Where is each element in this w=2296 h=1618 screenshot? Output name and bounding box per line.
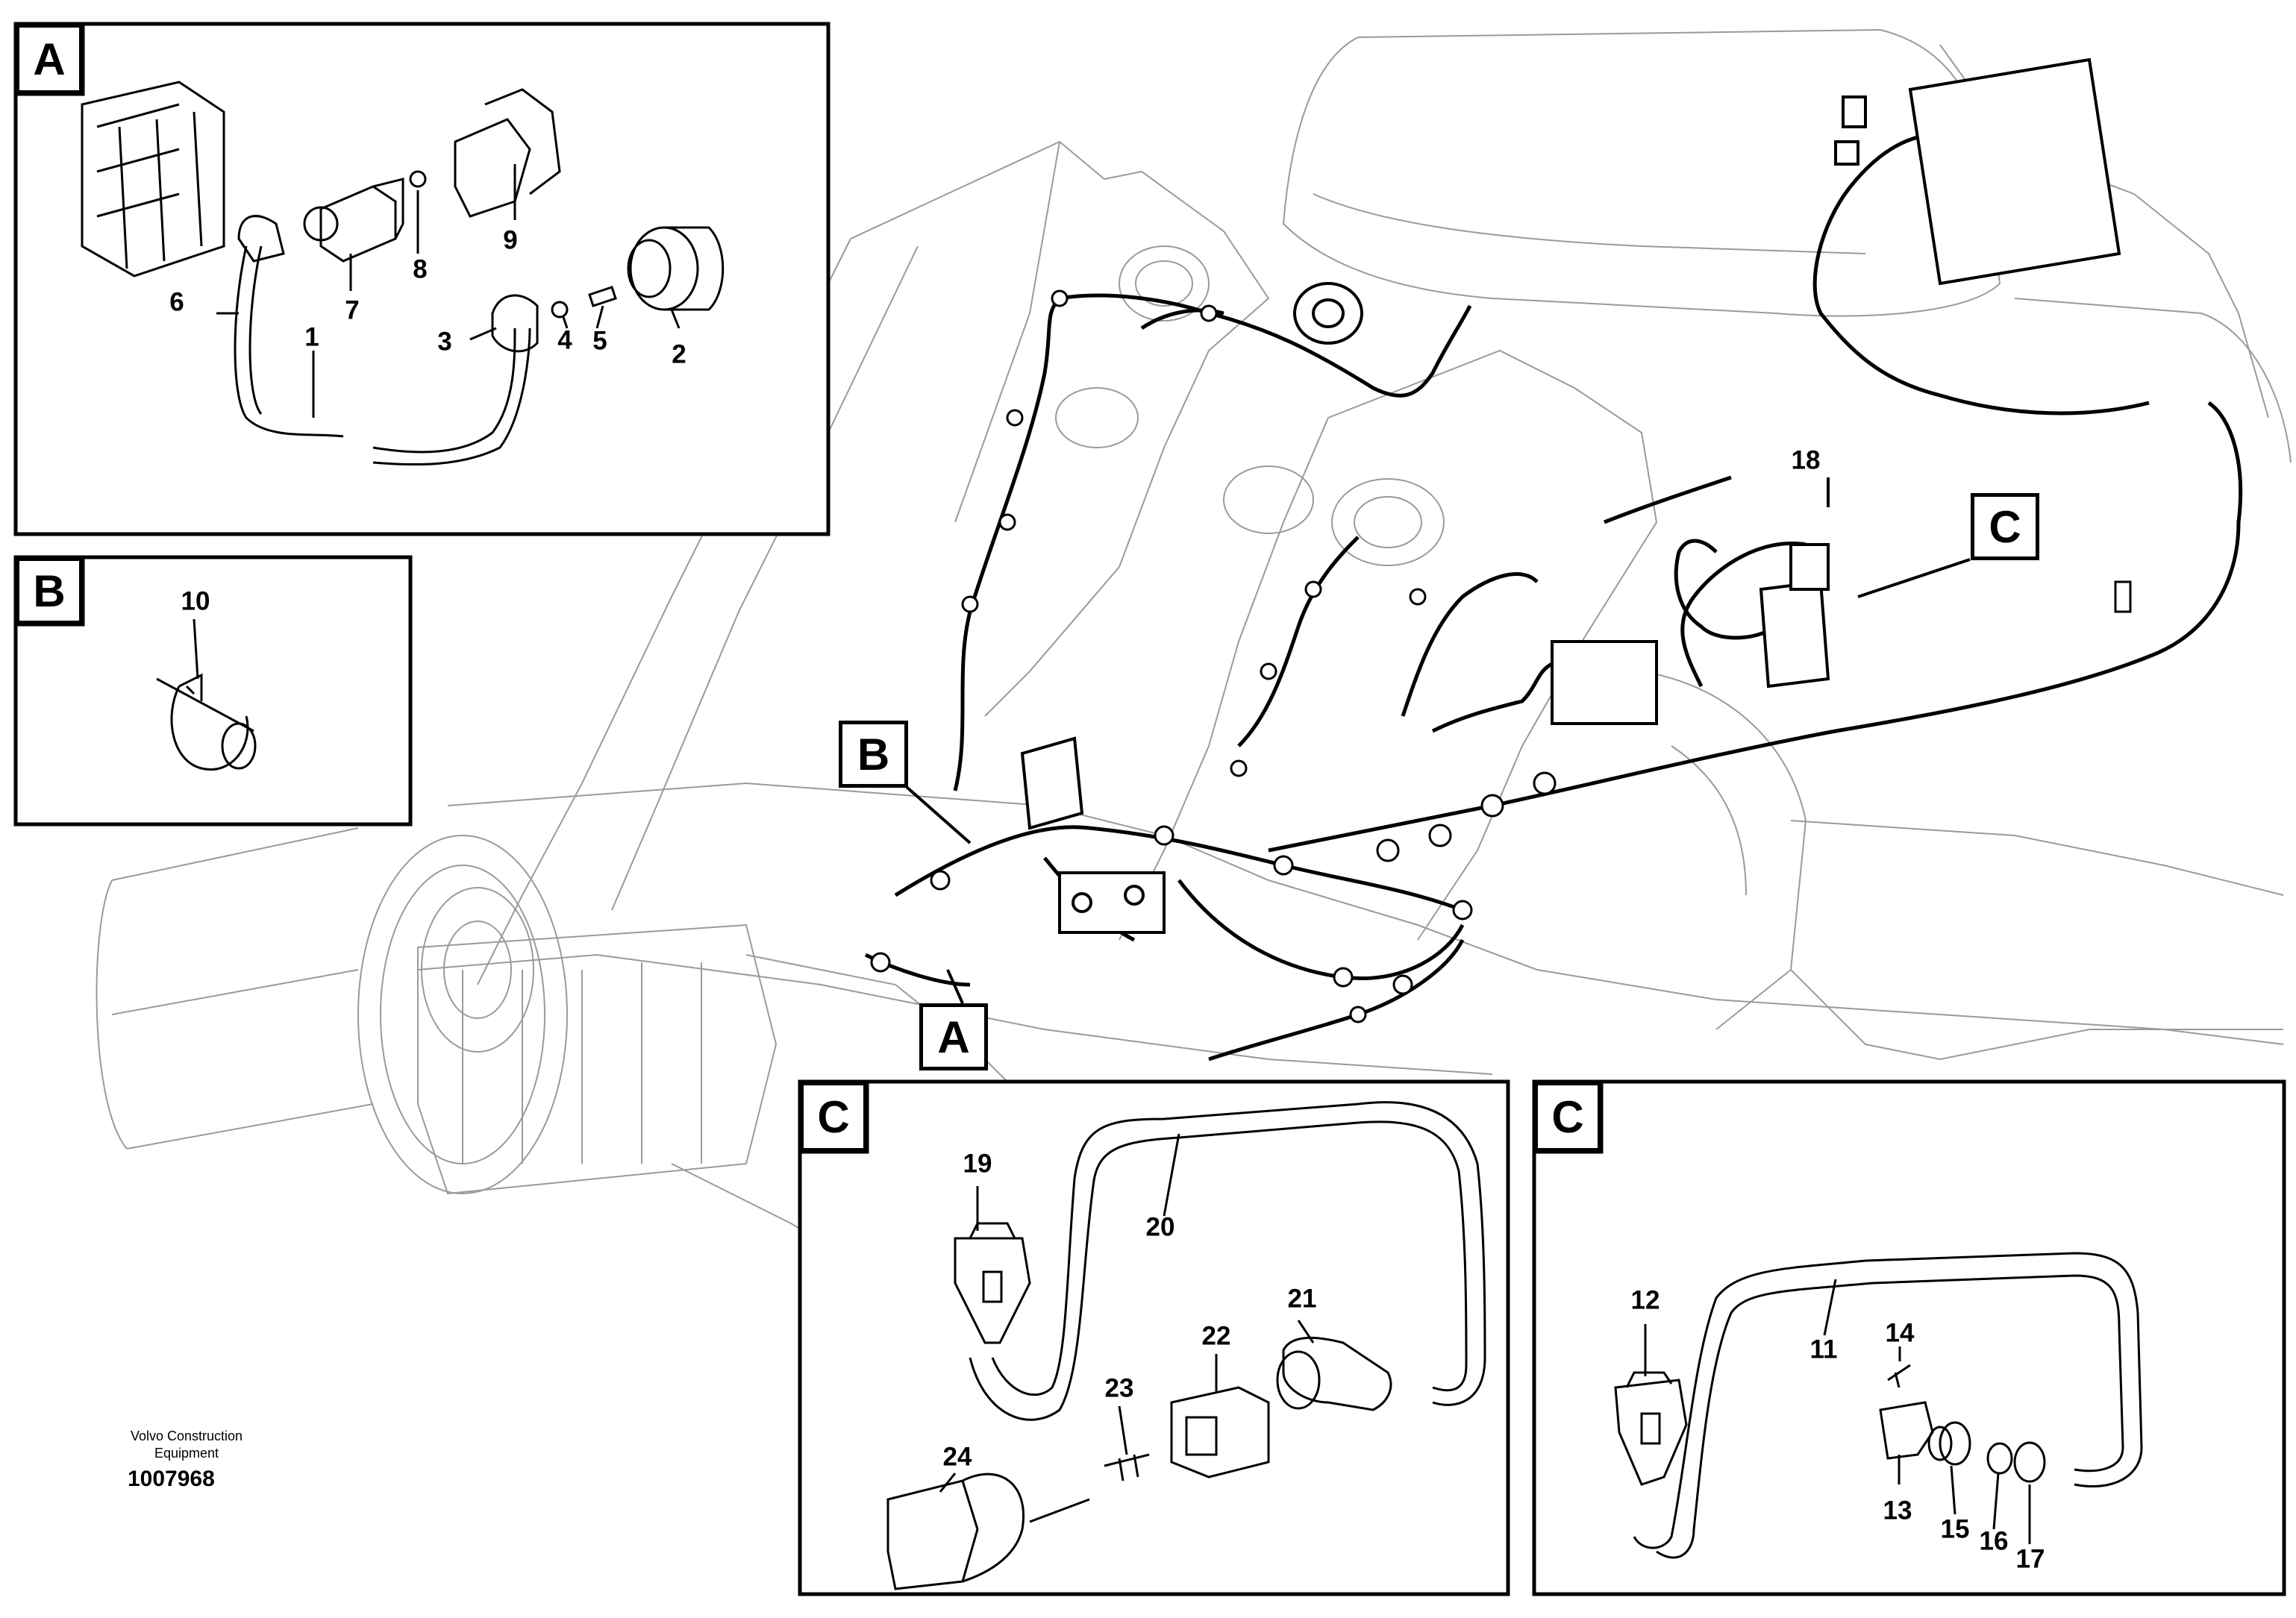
callout-20: 20 bbox=[1145, 1212, 1175, 1242]
inset-b-clip bbox=[156, 618, 257, 771]
callout-10: 10 bbox=[181, 586, 210, 616]
inset-a-frame bbox=[13, 22, 830, 536]
detail-a-pointer-tag: A bbox=[919, 1003, 988, 1070]
inset-c-left-parts bbox=[886, 1101, 1486, 1590]
callout-5: 5 bbox=[592, 326, 607, 356]
callout-18: 18 bbox=[1791, 445, 1821, 475]
inset-c-right-parts bbox=[1614, 1252, 2143, 1559]
cable-harness bbox=[864, 132, 2243, 1062]
callout-21: 21 bbox=[1287, 1284, 1317, 1314]
harness-clips bbox=[870, 289, 2132, 1023]
inset-c-left-tag: C bbox=[800, 1082, 867, 1152]
callout-4: 4 bbox=[557, 325, 572, 355]
callout-3: 3 bbox=[437, 327, 452, 357]
callout-23: 23 bbox=[1104, 1373, 1134, 1403]
detail-b-pointer-tag: B bbox=[839, 721, 908, 788]
inset-a-tag: A bbox=[16, 24, 83, 94]
callout-1: 1 bbox=[304, 322, 319, 352]
inset-c-left-frame bbox=[798, 1079, 1510, 1596]
callout-6: 6 bbox=[169, 287, 184, 317]
callout-24: 24 bbox=[942, 1442, 972, 1472]
detail-c-pointer-tag: C bbox=[1971, 493, 2039, 560]
callout-16: 16 bbox=[1979, 1526, 2009, 1556]
callout-19: 19 bbox=[963, 1149, 992, 1179]
document-number: 1007968 bbox=[128, 1467, 215, 1491]
callout-17: 17 bbox=[2015, 1544, 2045, 1574]
publisher-credit-line2: Equipment bbox=[154, 1445, 219, 1461]
callout-13: 13 bbox=[1883, 1496, 1912, 1526]
callout-12: 12 bbox=[1630, 1285, 1660, 1315]
detail-pointer-leaders bbox=[905, 477, 1971, 1004]
callout-11: 11 bbox=[1809, 1335, 1838, 1364]
callout-22: 22 bbox=[1201, 1321, 1231, 1351]
callout-15: 15 bbox=[1940, 1514, 1970, 1544]
callout-7: 7 bbox=[345, 295, 360, 325]
publisher-credit: Volvo Construction Equipment bbox=[112, 1428, 261, 1461]
inset-a-parts bbox=[81, 81, 725, 466]
callout-9: 9 bbox=[503, 225, 518, 255]
callout-14: 14 bbox=[1885, 1318, 1915, 1348]
inset-c-right-tag: C bbox=[1534, 1082, 1601, 1152]
inset-c-right-frame bbox=[1532, 1079, 2286, 1596]
callout-8: 8 bbox=[413, 254, 428, 284]
inset-b-tag: B bbox=[16, 557, 83, 624]
machine-components bbox=[1020, 57, 2121, 934]
publisher-credit-line1: Volvo Construction bbox=[130, 1429, 243, 1443]
callout-2: 2 bbox=[672, 339, 686, 369]
